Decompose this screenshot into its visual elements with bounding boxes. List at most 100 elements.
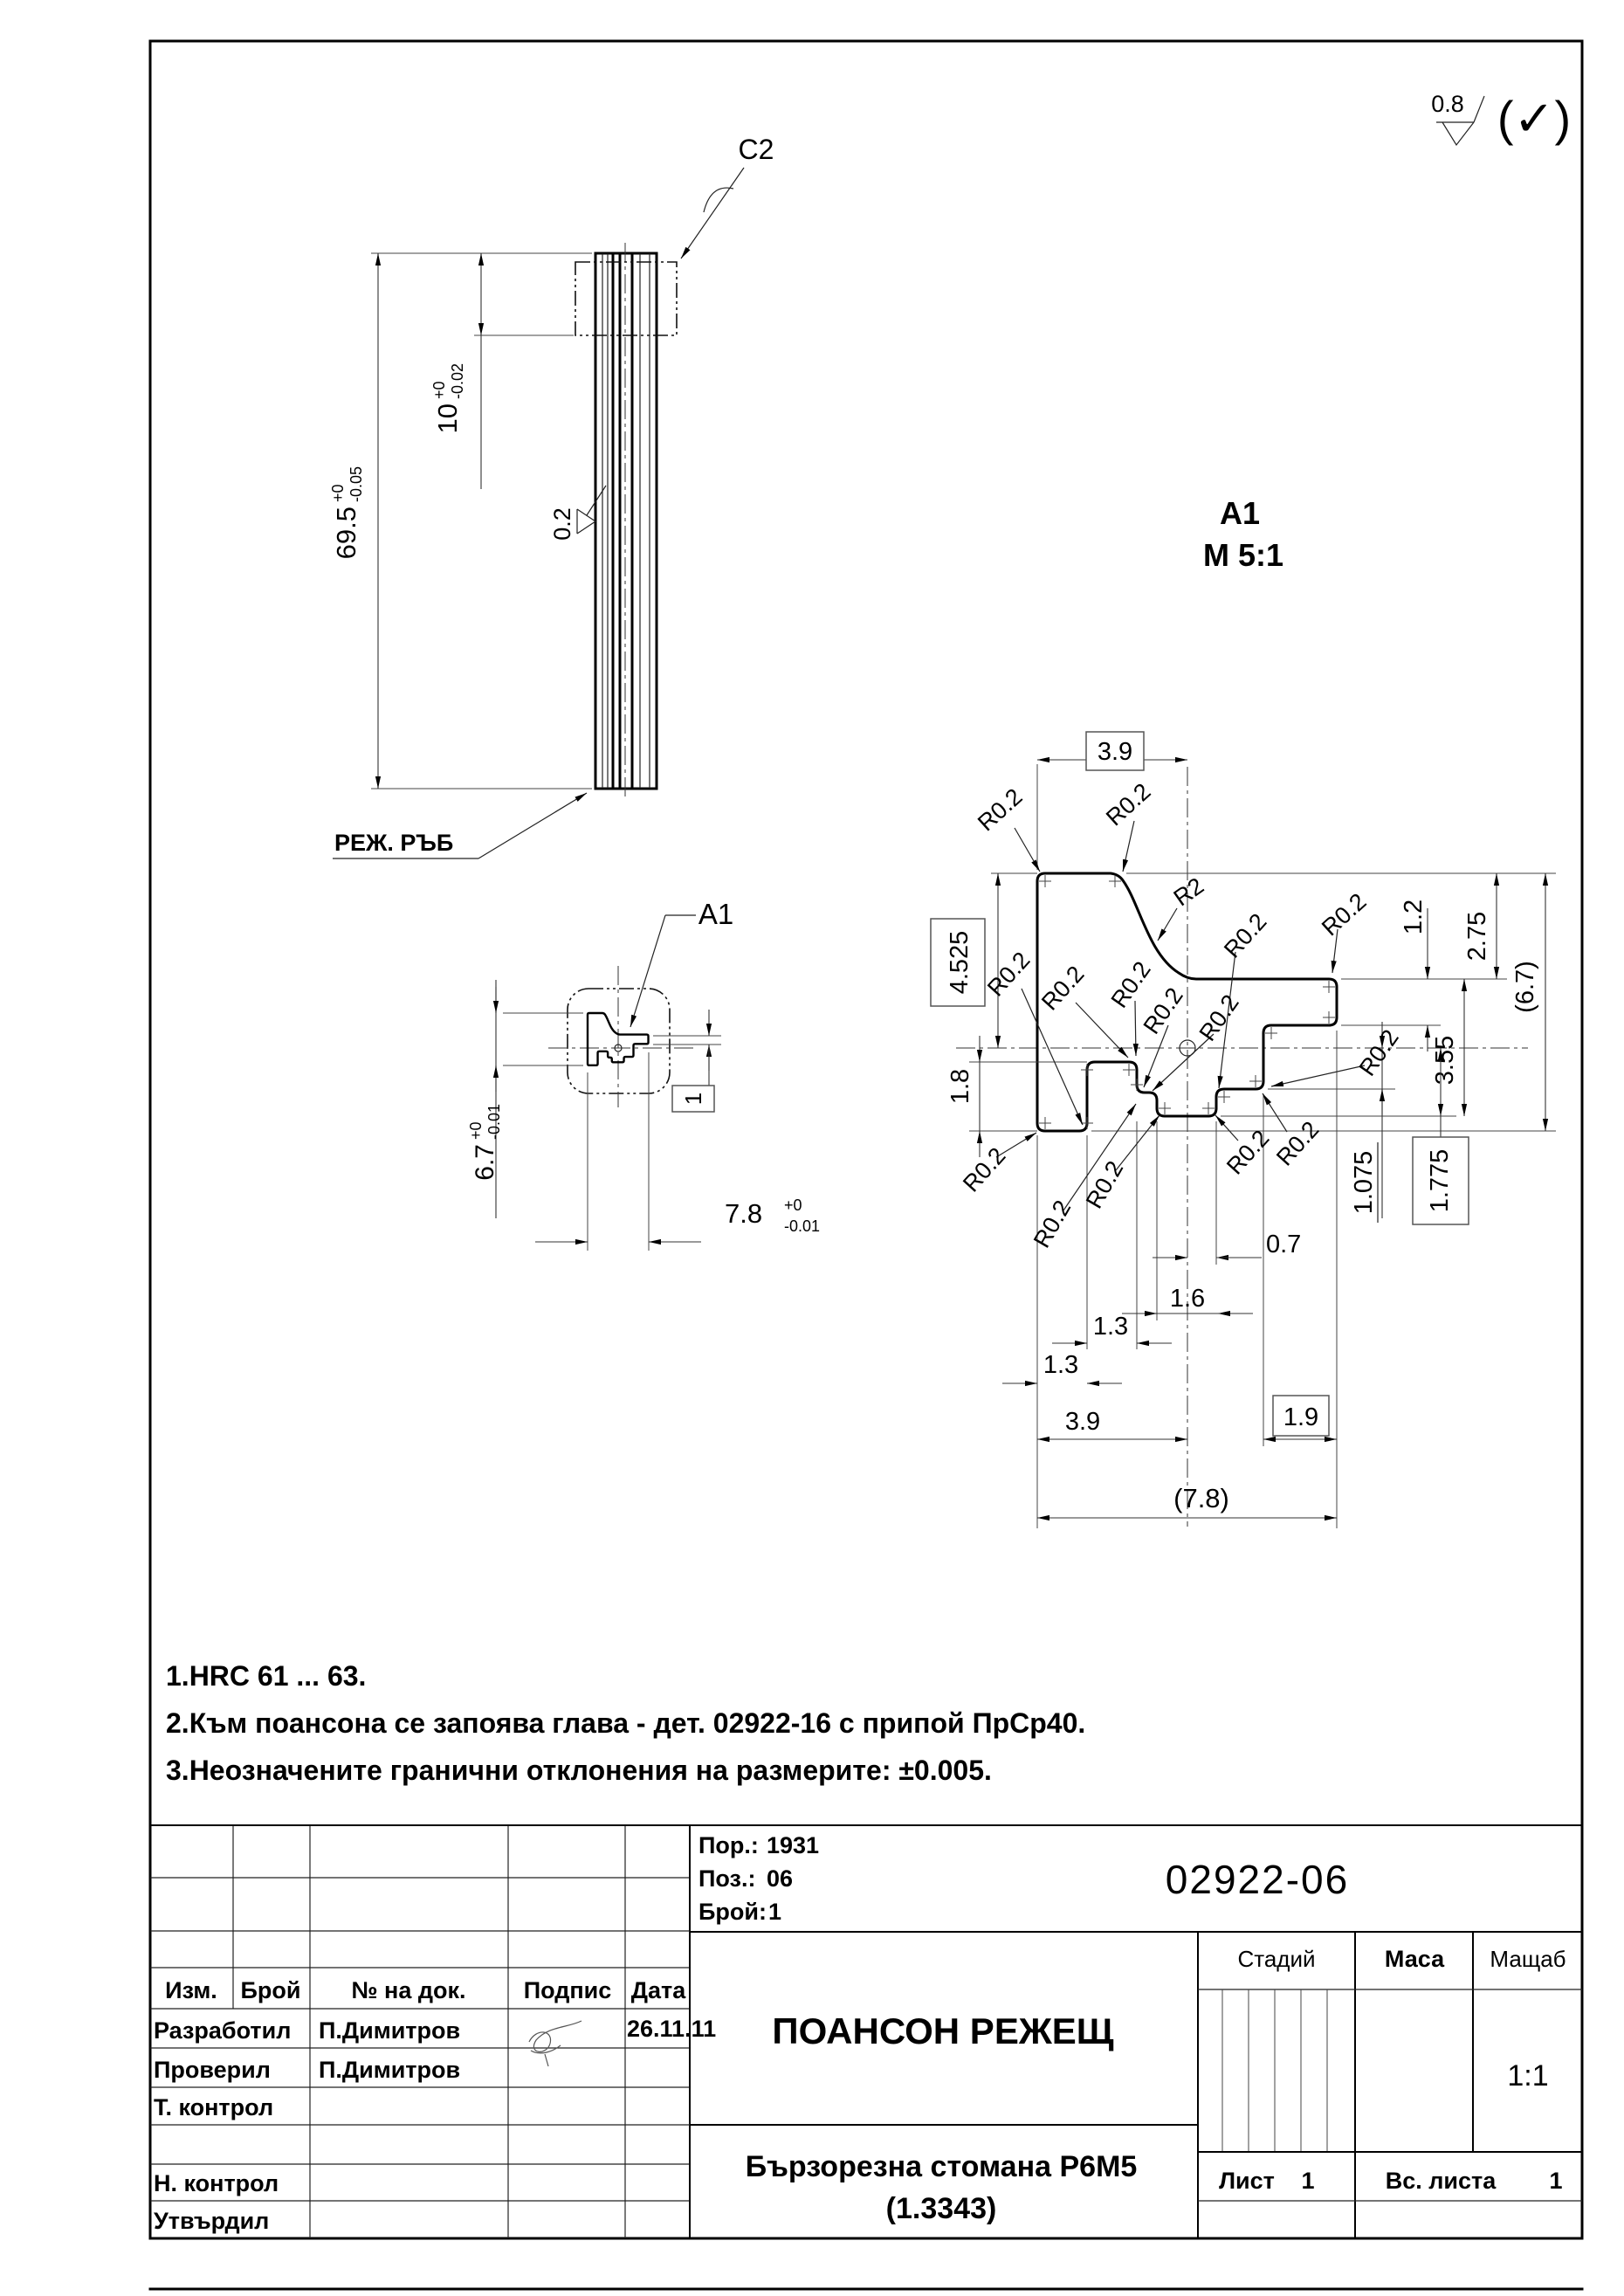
c2-callout: C2 <box>680 134 774 259</box>
dim-top-3-9: 3.9 <box>1037 731 1187 771</box>
dim-10-tol-lower: -0.02 <box>449 363 466 399</box>
dim-1-9: 1.9 <box>1263 1395 1337 1443</box>
radius-r02-label: R0.2 <box>1029 1196 1077 1251</box>
a1-callout: A1 <box>630 898 733 1028</box>
dim-7-8-ref: (7.8) <box>1037 1483 1337 1521</box>
row-developed-name: П.Димитров <box>319 2017 460 2044</box>
fillet-centre-marks <box>1039 875 1335 1129</box>
detail-profile <box>1036 872 1338 1133</box>
dim-7-8-tol-lower: -0.01 <box>784 1217 820 1235</box>
dim-69-5-tol-lower: -0.05 <box>348 466 365 502</box>
dim-1-6-value: 1.6 <box>1170 1285 1205 1313</box>
dim-1-775-value: 1.775 <box>1426 1149 1454 1213</box>
dim-1-075-value: 1.075 <box>1350 1151 1378 1215</box>
sheet-label: Лист <box>1219 2168 1275 2194</box>
radius-r02-label: R0.2 <box>982 947 1035 1001</box>
part-title: ПОАНСОН РЕЖЕЩ <box>772 2010 1113 2051</box>
row-developed: Разработил <box>154 2017 291 2044</box>
position-label: Поз.: <box>698 1865 755 1892</box>
row-checked: Проверил <box>154 2057 271 2083</box>
cutting-edge-callout: РЕЖ. РЪБ <box>333 792 588 859</box>
dim-1-2-value: 1.2 <box>1400 900 1428 934</box>
sheets-label: Вс. листа <box>1386 2168 1497 2194</box>
dim-1-9-value: 1.9 <box>1283 1403 1318 1431</box>
sheets-value: 1 <box>1549 2168 1562 2194</box>
quantity-label: Брой: <box>698 1899 767 1925</box>
c2-label: C2 <box>739 134 774 165</box>
note-2: 2.Към поансона се запоява глава - дет. 0… <box>166 1707 1085 1739</box>
dim-6-7-ref: (6.7) <box>1511 873 1549 1131</box>
dim-1-3-upper: 1.3 <box>1052 1313 1172 1347</box>
radius-r02-label: R0.2 <box>1036 961 1089 1015</box>
sheet-value: 1 <box>1301 2168 1314 2194</box>
dim-2-75: 2.75 <box>1463 873 1500 979</box>
radius-r02-label: R0.2 <box>1354 1024 1404 1080</box>
radius-r02-label: R0.2 <box>1194 989 1244 1045</box>
dim-1-775: 1.775 <box>1412 1048 1469 1225</box>
dim-0-7: 0.7 <box>1153 1231 1301 1261</box>
quantity-value: 1 <box>768 1899 781 1925</box>
dim-1-3-lower-value: 1.3 <box>1043 1351 1078 1379</box>
position-value: 06 <box>767 1865 793 1892</box>
section-view: A1 6.7 +0 -0.01 7.8 +0 -0.01 <box>467 898 820 1251</box>
row-approved: Утвърдил <box>154 2208 269 2234</box>
a1-callout-label: A1 <box>698 898 733 930</box>
head-phantom-outline <box>575 261 678 336</box>
developed-signature <box>528 2020 582 2067</box>
dim-boxed-1: 1 <box>653 1010 721 1113</box>
col-doc: № на док. <box>351 1977 465 2003</box>
note-3: 3.Неозначените гранични отклонения на ра… <box>166 1755 992 1786</box>
row-developed-date: 26.11.11 <box>627 2016 716 2042</box>
order-value: 1931 <box>767 1832 819 1858</box>
mass-header: Маса <box>1385 1946 1445 1972</box>
radius-r2-label: R2 <box>1169 872 1208 911</box>
dim-2-75-value: 2.75 <box>1463 912 1491 961</box>
dim-4-525: 4.525 <box>930 873 1001 1048</box>
stage-header: Стадий <box>1237 1946 1315 1972</box>
dim-6-7: 6.7 +0 -0.01 <box>467 980 583 1218</box>
dim-3-55: 3.55 <box>1431 979 1468 1116</box>
dim-6-7-value: 6.7 <box>471 1144 499 1181</box>
dim-10-tol-upper: +0 <box>430 381 448 399</box>
notes-block: 1.HRC 61 ... 63. 2.Към поансона се запоя… <box>166 1660 1085 1786</box>
dim-6-7-tol-upper: +0 <box>467 1121 485 1140</box>
sheet-frame <box>148 39 1584 2291</box>
dim-7-8-tol-upper: +0 <box>784 1196 802 1214</box>
dim-boxed-1-value: 1 <box>680 1093 706 1105</box>
allover-finish-icon: (✓) <box>1497 91 1571 146</box>
detail-view: A1 М 5:1 <box>930 495 1556 1528</box>
dim-1-2: 1.2 <box>1400 900 1431 1051</box>
dim-7-8: 7.8 +0 -0.01 <box>535 1052 820 1251</box>
note-1: 1.HRC 61 ... 63. <box>166 1660 366 1692</box>
row-checked-name: П.Димитров <box>319 2057 460 2083</box>
row-ncontrol: Н. контрол <box>154 2170 279 2196</box>
finish-0-2: 0.2 <box>549 485 607 541</box>
dim-10-value: 10 <box>432 403 463 433</box>
radius-r02-label: R0.2 <box>958 1142 1010 1196</box>
col-broy: Брой <box>241 1977 301 2003</box>
dim-1-075: 1.075 <box>1350 1022 1386 1223</box>
dim-0-7-value: 0.7 <box>1266 1231 1301 1258</box>
finish-0-2-value: 0.2 <box>549 507 575 541</box>
dim-6-7-tol-lower: -0.01 <box>485 1104 503 1140</box>
radius-r02-label: R0.2 <box>1081 1156 1129 1212</box>
radius-r02-label: R0.2 <box>1139 983 1188 1038</box>
dim-1-3-lower: 1.3 <box>1002 1351 1122 1387</box>
radius-r2-callout: R2 <box>1157 872 1208 941</box>
dim-69-5-value: 69.5 <box>331 507 361 559</box>
dim-top-3-9-value: 3.9 <box>1098 738 1132 766</box>
material-line1: Бързорезна стомана Р6М5 <box>746 2150 1138 2183</box>
order-label: Пор.: <box>698 1832 759 1858</box>
dim-1-8-value: 1.8 <box>946 1069 974 1104</box>
row-tcontrol: Т. контрол <box>154 2094 273 2120</box>
surface-finish-symbol: 0.8 (✓) <box>1431 91 1571 147</box>
dim-69-5-tol-upper: +0 <box>329 484 347 502</box>
radius-r02-label: R0.2 <box>1101 778 1155 831</box>
punch-body <box>594 243 658 799</box>
doc-number: 02922-06 <box>1166 1857 1349 1902</box>
radius-r02-label: R0.2 <box>1317 888 1371 941</box>
detail-extension-lines <box>969 764 1556 1528</box>
dim-1-6: 1.6 <box>1122 1285 1253 1317</box>
